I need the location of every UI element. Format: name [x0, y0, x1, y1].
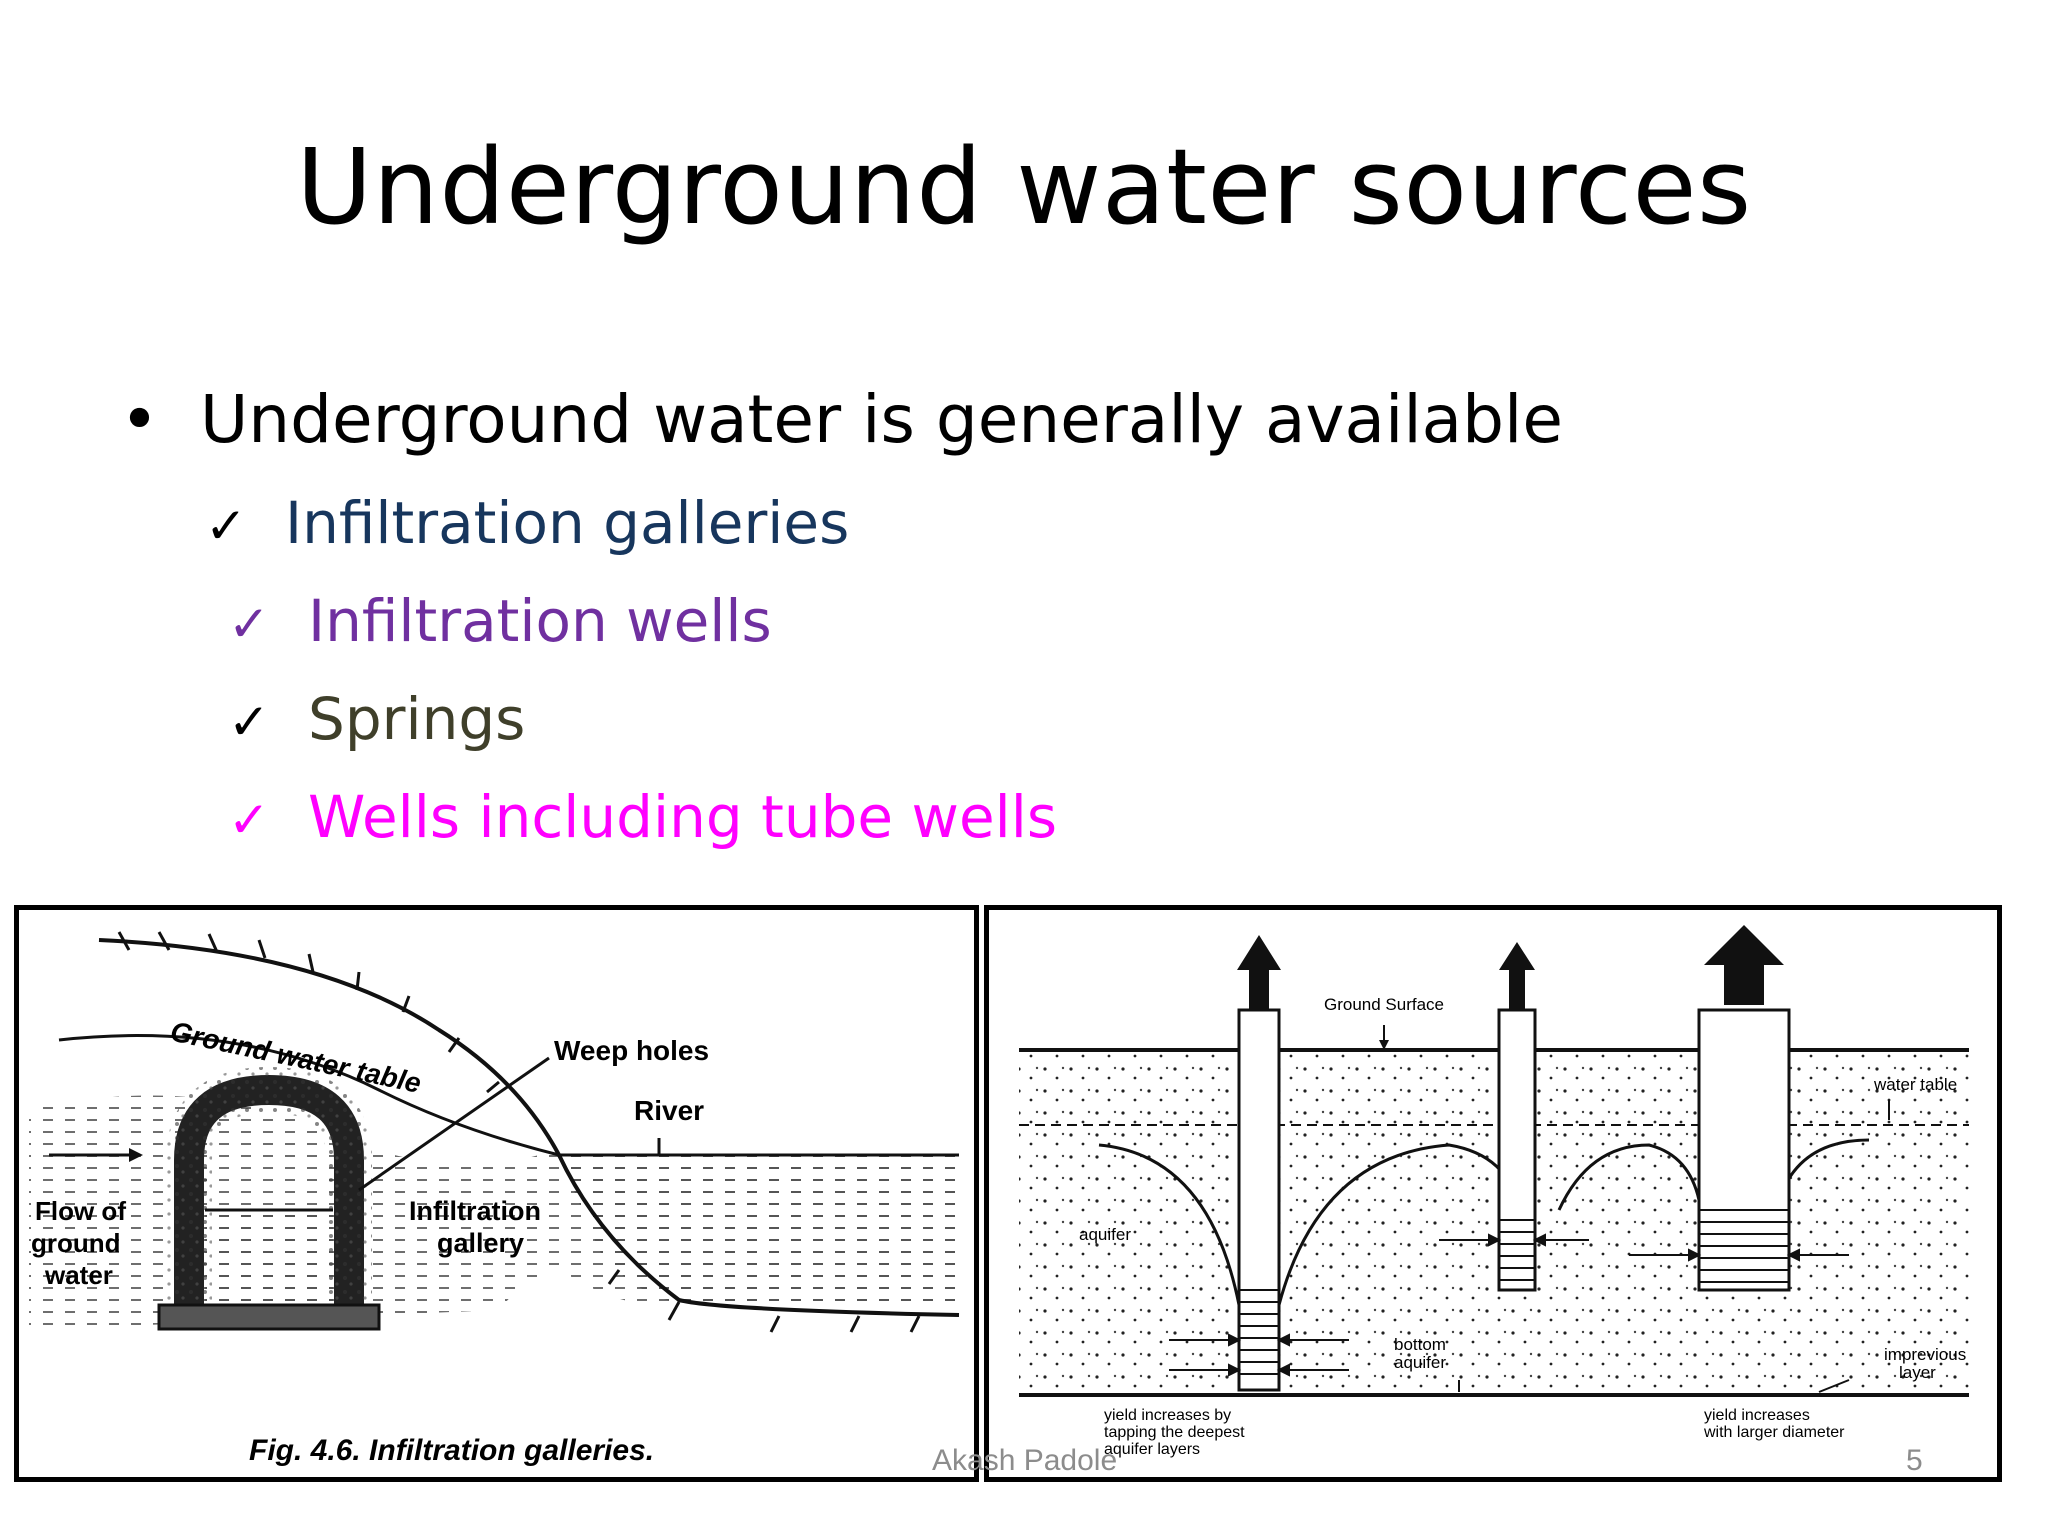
main-bullet: • Underground water is generally availabl… [120, 380, 1563, 460]
slide-title: Underground water sources [296, 126, 1752, 248]
bullet-dot: • [120, 381, 159, 458]
infiltration-gallery-diagram: Ground water table Weep holes River Flow… [29, 931, 960, 1467]
river-label: River [634, 1095, 704, 1126]
list-item-infiltration-galleries: ✓ Infiltration galleries [205, 488, 849, 561]
aquifer-label: aquifer [1079, 1225, 1131, 1244]
list-item-wells: ✓ Wells including tube wells [228, 782, 1057, 855]
yield-deep-line3: aquifer layers [1104, 1441, 1200, 1458]
list-item-label: Springs [308, 685, 526, 753]
list-item-springs: ✓ Springs [228, 684, 525, 757]
flow-label-line3: water [44, 1260, 113, 1290]
weep-holes-label: Weep holes [554, 1035, 709, 1066]
list-item-label: Wells including tube wells [308, 783, 1058, 851]
check-icon: ✓ [228, 693, 270, 751]
wells-figure: Ground Surface water table aquifer botto… [984, 905, 2002, 1482]
gallery-label-line2: gallery [437, 1228, 524, 1258]
flow-label-line1: Flow of [35, 1196, 126, 1226]
check-icon: ✓ [205, 497, 247, 555]
figure-caption: Fig. 4.6. Infiltration galleries. [249, 1434, 654, 1467]
yield-deep-line2: tapping the deepest [1104, 1424, 1245, 1441]
bottom-aquifer-label-line1: bottom [1394, 1335, 1446, 1354]
infiltration-gallery-figure: Ground water table Weep holes River Flow… [14, 905, 979, 1482]
footer-author: Akash Padole [932, 1444, 1118, 1477]
water-table-label: water table [1873, 1075, 1957, 1094]
wells-diagram: Ground Surface water table aquifer botto… [1019, 925, 1969, 1458]
check-icon: ✓ [228, 791, 270, 849]
ground-surface-label: Ground Surface [1324, 995, 1444, 1014]
flow-label-line2: ground [31, 1228, 121, 1258]
page-number: 5 [1906, 1444, 1923, 1477]
check-icon: ✓ [228, 595, 270, 653]
list-item-label: Infiltration galleries [285, 489, 850, 557]
main-bullet-text: Underground water is generally available [200, 381, 1563, 458]
impervious-label-line2: layer [1899, 1363, 1936, 1382]
list-item-infiltration-wells: ✓ Infiltration wells [228, 586, 772, 659]
gallery-label-line1: Infiltration [409, 1196, 541, 1226]
bottom-aquifer-label-line2: aquifer [1394, 1353, 1446, 1372]
list-item-label: Infiltration wells [308, 587, 772, 655]
yield-diameter-line2: with larger diameter [1703, 1424, 1845, 1441]
yield-diameter-line1: yield increases [1704, 1407, 1810, 1424]
yield-deep-line1: yield increases by [1104, 1407, 1231, 1424]
impervious-label-line1: imprevious [1884, 1345, 1966, 1364]
